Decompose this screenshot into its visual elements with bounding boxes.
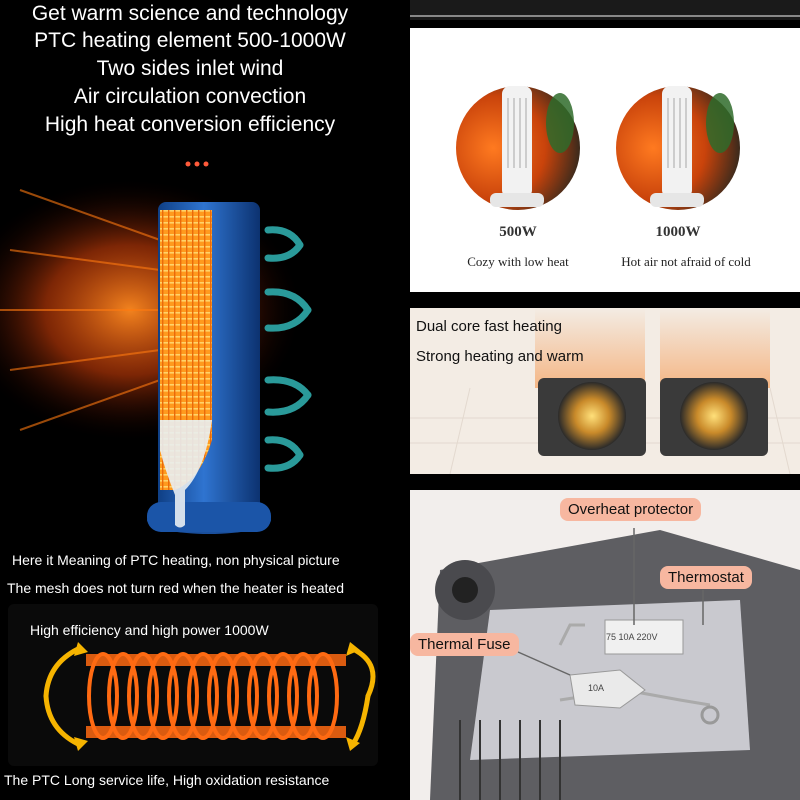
headline-1: Get warm science and technology: [31, 2, 349, 25]
top-strip: [410, 0, 800, 20]
power-1000-label: 1000W: [655, 224, 701, 240]
fuse-spec-label: 10A: [588, 683, 605, 693]
heater-illustration: [0, 150, 400, 545]
power-modes-panel: 500W 1000W Cozy with low heat Hot air no…: [410, 28, 800, 292]
components-panel: 75 10A 220V 10A Overheat protector Therm…: [410, 490, 800, 800]
headline-3: Two sides inlet wind: [96, 57, 284, 80]
dual-core-line2: Strong heating and warm: [416, 348, 584, 365]
power-500-label: 500W: [499, 224, 537, 240]
headline-2: PTC heating element 500-1000W: [34, 29, 346, 52]
coil-panel: High efficiency and high power 1000W: [8, 604, 378, 766]
footer-note: The PTC Long service life, High oxidatio…: [4, 772, 330, 788]
callout-overheat-protector: Overheat protector: [560, 498, 702, 521]
callout-thermostat: Thermostat: [660, 566, 752, 589]
headline-5: High heat conversion efficiency: [44, 113, 336, 136]
ptc-spec-label: 75 10A 220V: [606, 632, 658, 642]
note-mesh: The mesh does not turn red when the heat…: [7, 580, 344, 596]
callout-thermal-fuse: Thermal Fuse: [410, 633, 519, 656]
power-1000-desc: Hot air not afraid of cold: [621, 254, 751, 269]
dual-core-panel: Dual core fast heating Strong heating an…: [410, 308, 800, 474]
note-ptc-meaning: Here it Meaning of PTC heating, non phys…: [12, 552, 340, 568]
dual-core-line1: Dual core fast heating: [416, 318, 562, 335]
coil-caption: High efficiency and high power 1000W: [30, 622, 269, 638]
power-500-desc: Cozy with low heat: [467, 254, 569, 269]
headline-4: Air circulation convection: [73, 85, 307, 108]
